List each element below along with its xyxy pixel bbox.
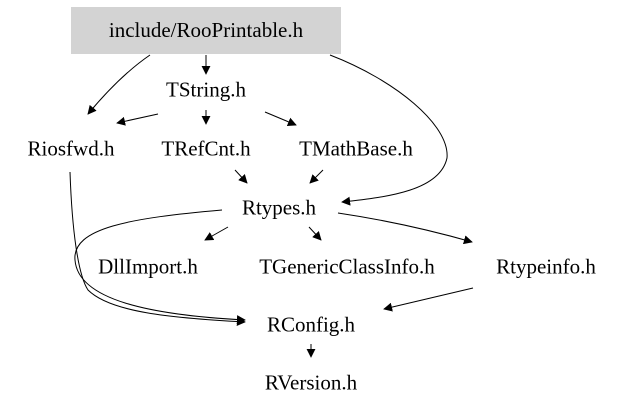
edge-rtypes-rtypeinfo: [337, 212, 473, 245]
edge-tstring-riosfwd: [116, 113, 159, 126]
edge-riosfwd-rconfig: [69, 171, 246, 327]
edge-rooprintable-riosfwd: [87, 54, 151, 115]
node-tstring[interactable]: TString.h: [166, 77, 246, 102]
edge-rtypes-dllimport: [204, 226, 229, 241]
edge-trefcnt-rtypes: [234, 169, 248, 184]
node-trefcnt[interactable]: TRefCnt.h: [161, 136, 251, 161]
node-rooprintable[interactable]: include/RooPrintable.h: [71, 7, 341, 54]
edge-tmathbase-rtypes: [309, 169, 324, 184]
node-rversion[interactable]: RVersion.h: [264, 370, 358, 395]
node-tgenericclassinfo[interactable]: TGenericClassInfo.h: [259, 254, 435, 279]
node-rconfig[interactable]: RConfig.h: [266, 312, 356, 337]
node-tmathbase[interactable]: TMathBase.h: [299, 136, 413, 161]
node-rooprintable-label: include/RooPrintable.h: [108, 18, 304, 42]
node-rtypes[interactable]: Rtypes.h: [241, 195, 317, 220]
edge-rtypes-tgenericclassinfo: [308, 226, 322, 241]
edge-rooprintable-rtypes: [329, 54, 448, 206]
node-riosfwd[interactable]: Riosfwd.h: [27, 136, 115, 161]
node-rtypeinfo[interactable]: Rtypeinfo.h: [496, 254, 596, 279]
edge-rtypes-rconfig: [74, 209, 246, 325]
edge-rtypeinfo-rconfig: [383, 287, 474, 312]
edge-tstring-tmathbase: [264, 111, 297, 127]
node-dllimport[interactable]: DllImport.h: [98, 254, 198, 279]
